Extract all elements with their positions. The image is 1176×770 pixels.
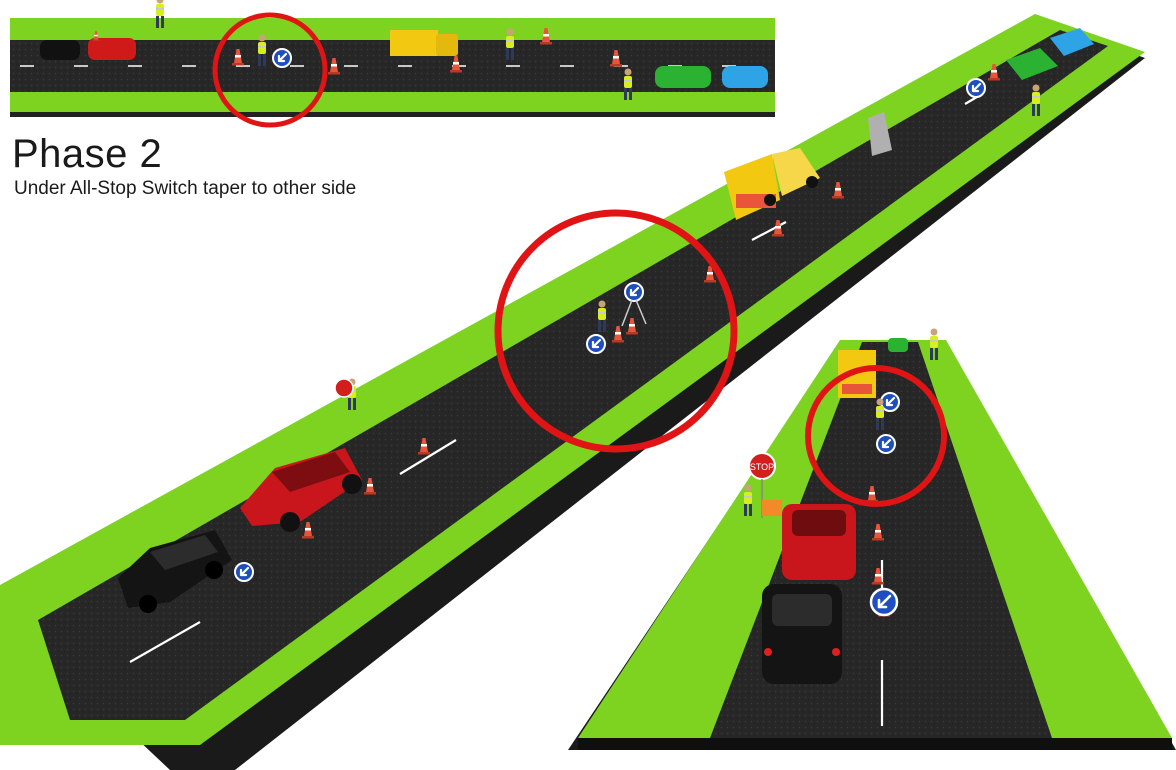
page-subtitle: Under All-Stop Switch taper to other sid… xyxy=(14,178,356,200)
stop-sign-icon xyxy=(335,379,353,397)
stop-sign-text: STOP xyxy=(750,462,774,472)
top-plan-view xyxy=(10,0,775,125)
page-title: Phase 2 xyxy=(12,132,162,177)
keep-left-arrow-icon xyxy=(273,49,291,67)
